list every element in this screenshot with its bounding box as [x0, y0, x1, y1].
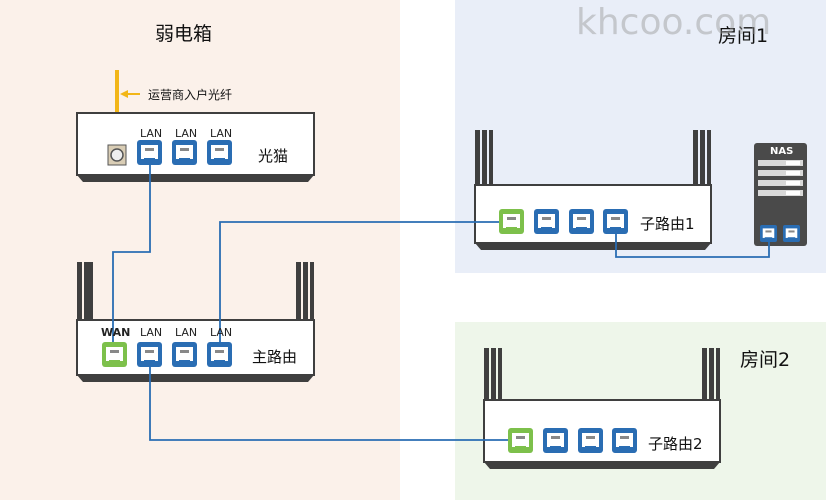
main-router-device — [76, 262, 315, 382]
sub-router-2-port-wan — [508, 428, 533, 453]
sub-router-1-port-lan-2 — [569, 209, 594, 234]
room1-title: 房间1 — [718, 25, 769, 47]
sub-router-1-port-lan-1 — [534, 209, 559, 234]
main-router-port-lan-2 — [172, 342, 197, 367]
modem-port-label-3: LAN — [210, 127, 233, 140]
cable-sub1-to-nas — [615, 234, 770, 258]
sub-router-2-port-lan-1 — [543, 428, 568, 453]
main-router-port-label-lan-2: LAN — [175, 326, 198, 339]
cable-main-to-sub2 — [149, 367, 508, 441]
sub-router-1-device — [474, 130, 712, 250]
modem-port-label-1: LAN — [140, 127, 163, 140]
nas-port-1 — [760, 225, 777, 242]
cable-modem-to-wan — [112, 165, 151, 342]
main-router-port-label-lan-3: LAN — [210, 326, 233, 339]
sub-router-2-label: 子路由2 — [648, 435, 703, 453]
sub-router-1-port-lan-3 — [603, 209, 628, 234]
main-router-port-label-lan-1: LAN — [140, 326, 163, 339]
watermark: khcoo.com — [576, 2, 772, 43]
main-router-port-label-wan: WAN — [101, 326, 131, 339]
modem-port-label-2: LAN — [175, 127, 198, 140]
sub-router-2-port-lan-3 — [612, 428, 637, 453]
modem-port-lan-1 — [137, 140, 162, 165]
room2-title: 房间2 — [740, 349, 791, 371]
nas-label: NAS — [770, 146, 794, 157]
fiber-label: 运营商入户光纤 — [148, 88, 233, 102]
main-router-port-lan-1 — [137, 342, 162, 367]
nas-device — [754, 143, 807, 246]
modem-label: 光猫 — [258, 147, 289, 165]
cable-main-to-sub1 — [219, 221, 499, 342]
modem-device — [76, 112, 315, 182]
modem-port-lan-2 — [172, 140, 197, 165]
weak-box-title: 弱电箱 — [155, 23, 213, 45]
sub-router-2-port-lan-2 — [578, 428, 603, 453]
fiber-arrow-head — [120, 90, 128, 98]
sub-router-1-port-wan — [499, 209, 524, 234]
weak-box-zone — [0, 0, 400, 500]
sub-router-2-device — [483, 348, 721, 469]
main-router-port-lan-3 — [207, 342, 232, 367]
modem-port-lan-3 — [207, 140, 232, 165]
nas-port-2 — [783, 225, 800, 242]
main-router-label: 主路由 — [252, 348, 298, 366]
main-router-port-wan — [102, 342, 127, 367]
sub-router-1-label: 子路由1 — [640, 215, 695, 233]
